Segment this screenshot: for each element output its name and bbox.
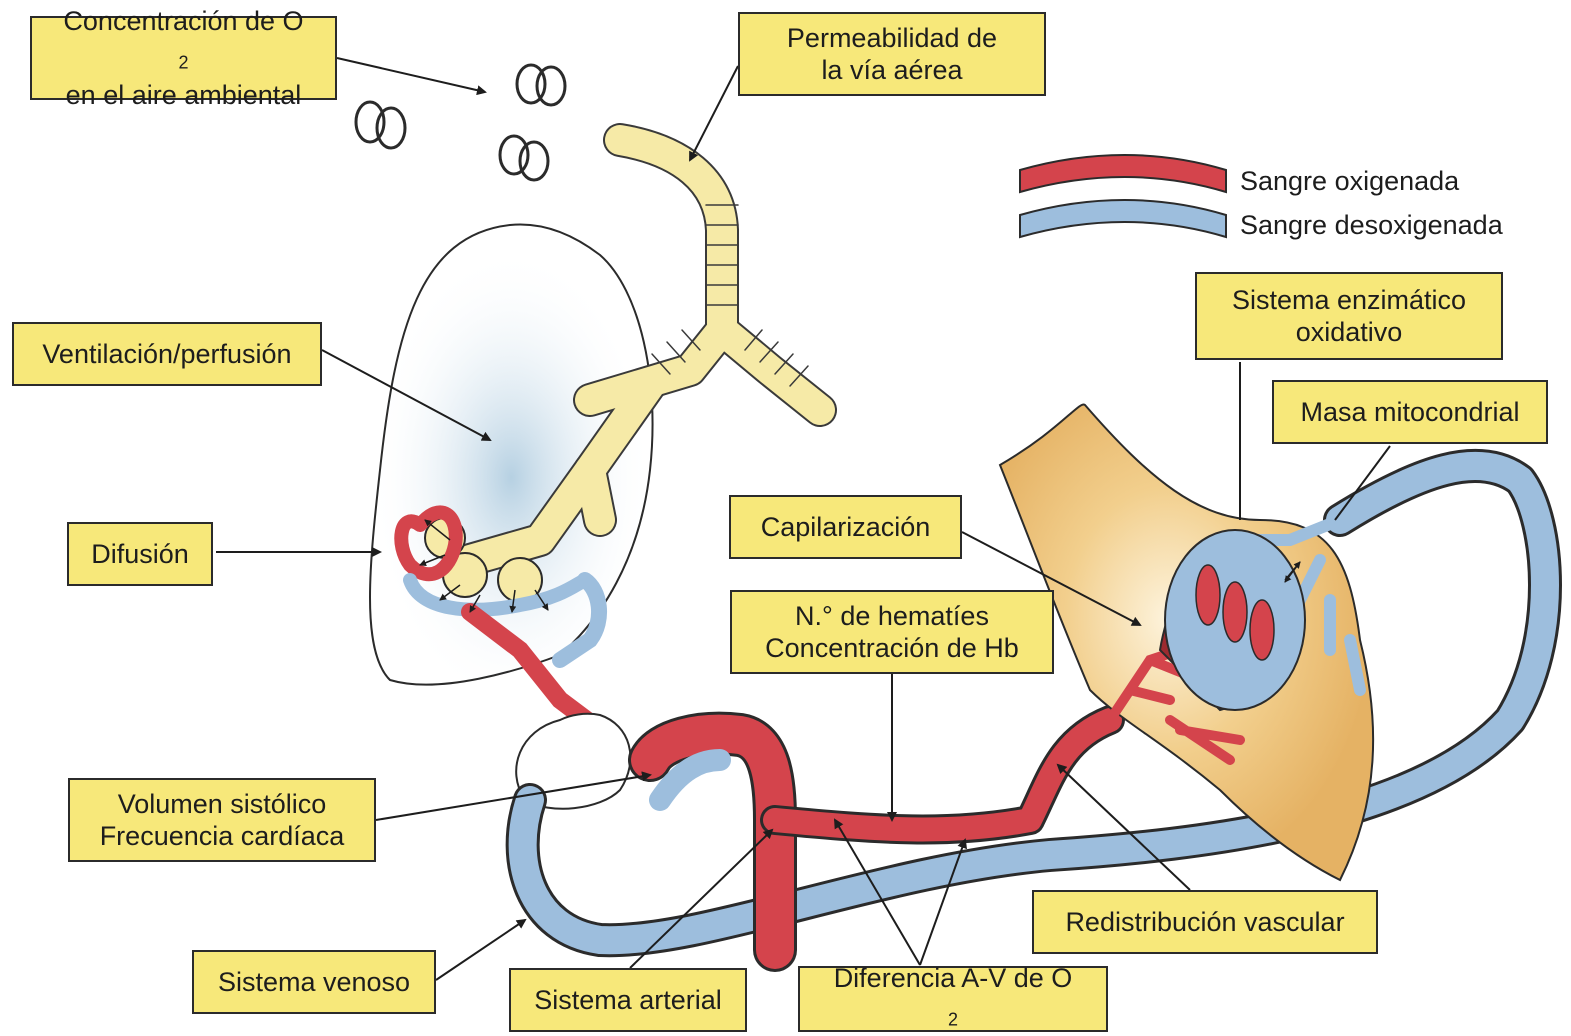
label-red-cells-line2: Concentración de Hb xyxy=(765,632,1019,664)
label-arterial-text: Sistema arterial xyxy=(534,984,722,1016)
legend-deoxygenated-label: Sangre desoxigenada xyxy=(1240,210,1503,241)
label-venous-text: Sistema venoso xyxy=(218,966,410,998)
legend xyxy=(1020,155,1226,237)
label-airway-line1: Permeabilidad de xyxy=(787,22,997,54)
o2-molecule xyxy=(500,136,548,180)
legend-oxygenated-label: Sangre oxigenada xyxy=(1240,166,1459,197)
label-red-cells-line1: N.° de hematíes xyxy=(765,600,1019,632)
label-stroke-volume-line2: Frecuencia cardíaca xyxy=(100,820,345,852)
label-capillarization-text: Capilarización xyxy=(761,511,931,543)
label-diffusion: Difusión xyxy=(67,522,213,586)
label-arterial-system: Sistema arterial xyxy=(509,968,747,1032)
label-stroke-volume: Volumen sistólico Frecuencia cardíaca xyxy=(68,778,376,862)
legend-oxygenated-swatch xyxy=(1020,155,1226,192)
oxygen-molecules xyxy=(356,65,565,180)
o2-molecule xyxy=(356,102,405,148)
label-venous-system: Sistema venoso xyxy=(192,950,436,1014)
label-o2-ambient-subscript: 2 xyxy=(178,53,188,73)
label-mitochondrial-mass: Masa mitocondrial xyxy=(1272,380,1548,444)
leader-airway xyxy=(690,66,738,160)
label-vascular-redistribution: Redistribución vascular xyxy=(1032,890,1378,954)
label-o2-ambient-line2: en el aire ambiental xyxy=(63,79,303,111)
label-mitochondrial-text: Masa mitocondrial xyxy=(1300,396,1519,428)
label-airway-permeability: Permeabilidad de la vía aérea xyxy=(738,12,1046,96)
label-capillarization: Capilarización xyxy=(729,495,962,559)
label-av-difference-subscript: 2 xyxy=(948,1010,958,1030)
label-enzymatic-line2: oxidativo xyxy=(1232,316,1466,348)
label-redistribution-text: Redistribución vascular xyxy=(1065,906,1344,938)
label-stroke-volume-line1: Volumen sistólico xyxy=(100,788,345,820)
legend-deoxygenated-swatch xyxy=(1020,200,1226,237)
label-av-difference-text: Diferencia A-V de O xyxy=(834,962,1073,994)
label-enzymatic-system: Sistema enzimático oxidativo xyxy=(1195,272,1503,360)
leader-arterial xyxy=(630,830,772,968)
label-o2-ambient-line1: Concentración de O xyxy=(63,5,303,37)
label-enzymatic-line1: Sistema enzimático xyxy=(1232,284,1466,316)
label-airway-line2: la vía aérea xyxy=(787,54,997,86)
label-ventilation-perfusion: Ventilación/perfusión xyxy=(12,322,322,386)
label-ventilation-text: Ventilación/perfusión xyxy=(42,338,291,370)
leader-o2-ambient xyxy=(337,58,485,92)
label-red-cells: N.° de hematíes Concentración de Hb xyxy=(730,590,1054,674)
label-diffusion-text: Difusión xyxy=(91,538,189,570)
o2-molecule xyxy=(517,65,565,105)
